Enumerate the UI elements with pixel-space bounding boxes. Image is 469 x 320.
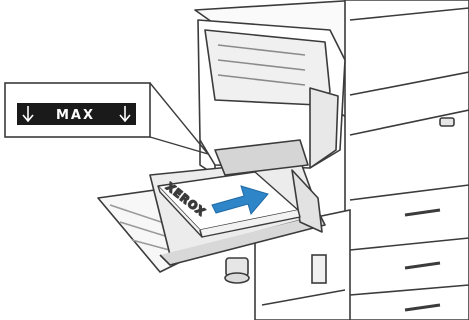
max-fill-label: MAX <box>56 108 95 123</box>
max-fill-callout: MAX <box>5 83 150 137</box>
